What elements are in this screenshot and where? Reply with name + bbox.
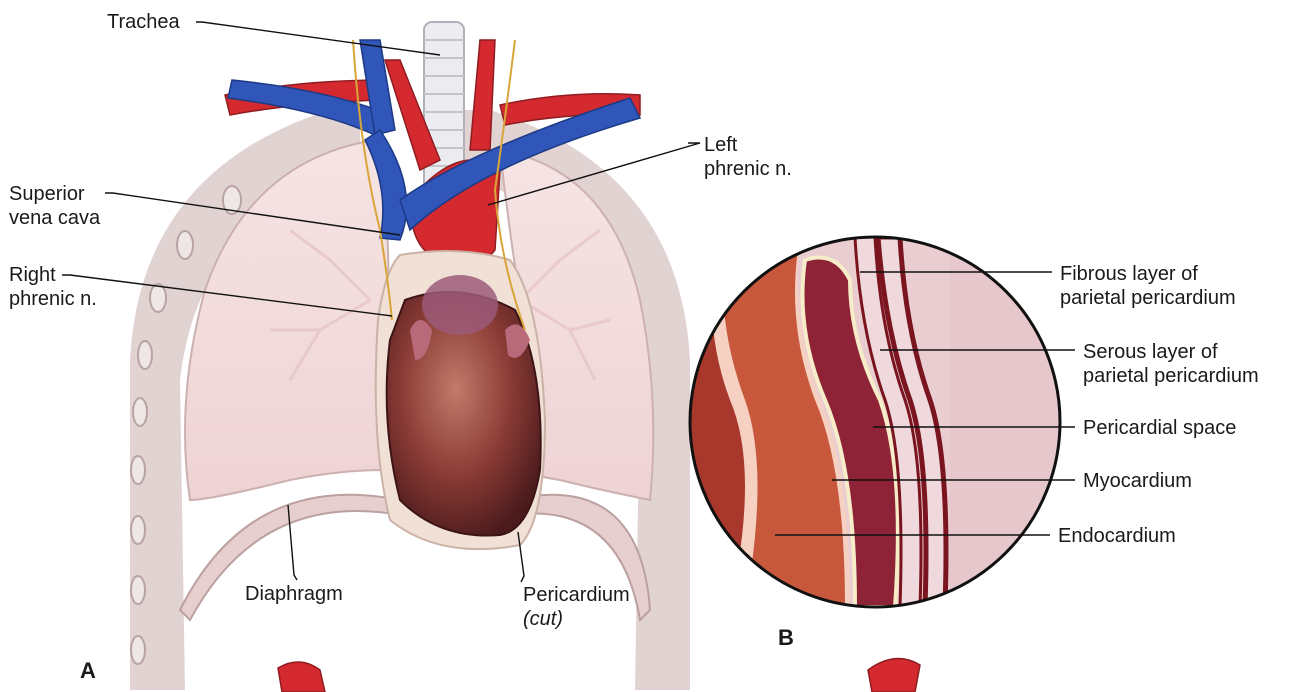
- label-endocardium: Endocardium: [1058, 524, 1176, 548]
- label-svc-line1: Superior: [9, 182, 100, 206]
- label-left-phrenic-line1: Left: [704, 133, 792, 157]
- label-serous-layer: Serous layer of parietal pericardium: [1083, 340, 1259, 388]
- label-myocardium-text: Myocardium: [1083, 469, 1192, 493]
- label-superior-vena-cava: Superior vena cava: [9, 182, 100, 230]
- label-myocardium: Myocardium: [1083, 469, 1192, 493]
- lower-vessel-fragments: [278, 659, 920, 692]
- label-trachea: Trachea: [107, 10, 180, 34]
- label-right-phrenic-line1: Right: [9, 263, 97, 287]
- label-endocardium-text: Endocardium: [1058, 524, 1176, 548]
- magnified-pericardium-section: [690, 237, 1070, 607]
- heart: [376, 251, 545, 549]
- label-left-phrenic-nerve: Left phrenic n.: [704, 133, 792, 181]
- label-pericardial-space: Pericardial space: [1083, 416, 1236, 440]
- label-left-phrenic-line2: phrenic n.: [704, 157, 792, 181]
- label-serous-line2: parietal pericardium: [1083, 364, 1259, 388]
- label-pericardium-cut: Pericardium (cut): [523, 583, 630, 631]
- panel-label-b: B: [778, 625, 794, 651]
- label-diaphragm-text: Diaphragm: [245, 582, 343, 606]
- label-svc-line2: vena cava: [9, 206, 100, 230]
- label-diaphragm: Diaphragm: [245, 582, 343, 606]
- label-trachea-text: Trachea: [107, 10, 180, 34]
- panel-label-a: A: [80, 658, 96, 684]
- label-serous-line1: Serous layer of: [1083, 340, 1259, 364]
- label-pericardial-space-text: Pericardial space: [1083, 416, 1236, 440]
- label-pericardium-line2: (cut): [523, 607, 630, 631]
- label-right-phrenic-line2: phrenic n.: [9, 287, 97, 311]
- label-right-phrenic-nerve: Right phrenic n.: [9, 263, 97, 311]
- label-fibrous-line1: Fibrous layer of: [1060, 262, 1236, 286]
- label-fibrous-layer: Fibrous layer of parietal pericardium: [1060, 262, 1236, 310]
- label-fibrous-line2: parietal pericardium: [1060, 286, 1236, 310]
- label-pericardium-line1: Pericardium: [523, 583, 630, 607]
